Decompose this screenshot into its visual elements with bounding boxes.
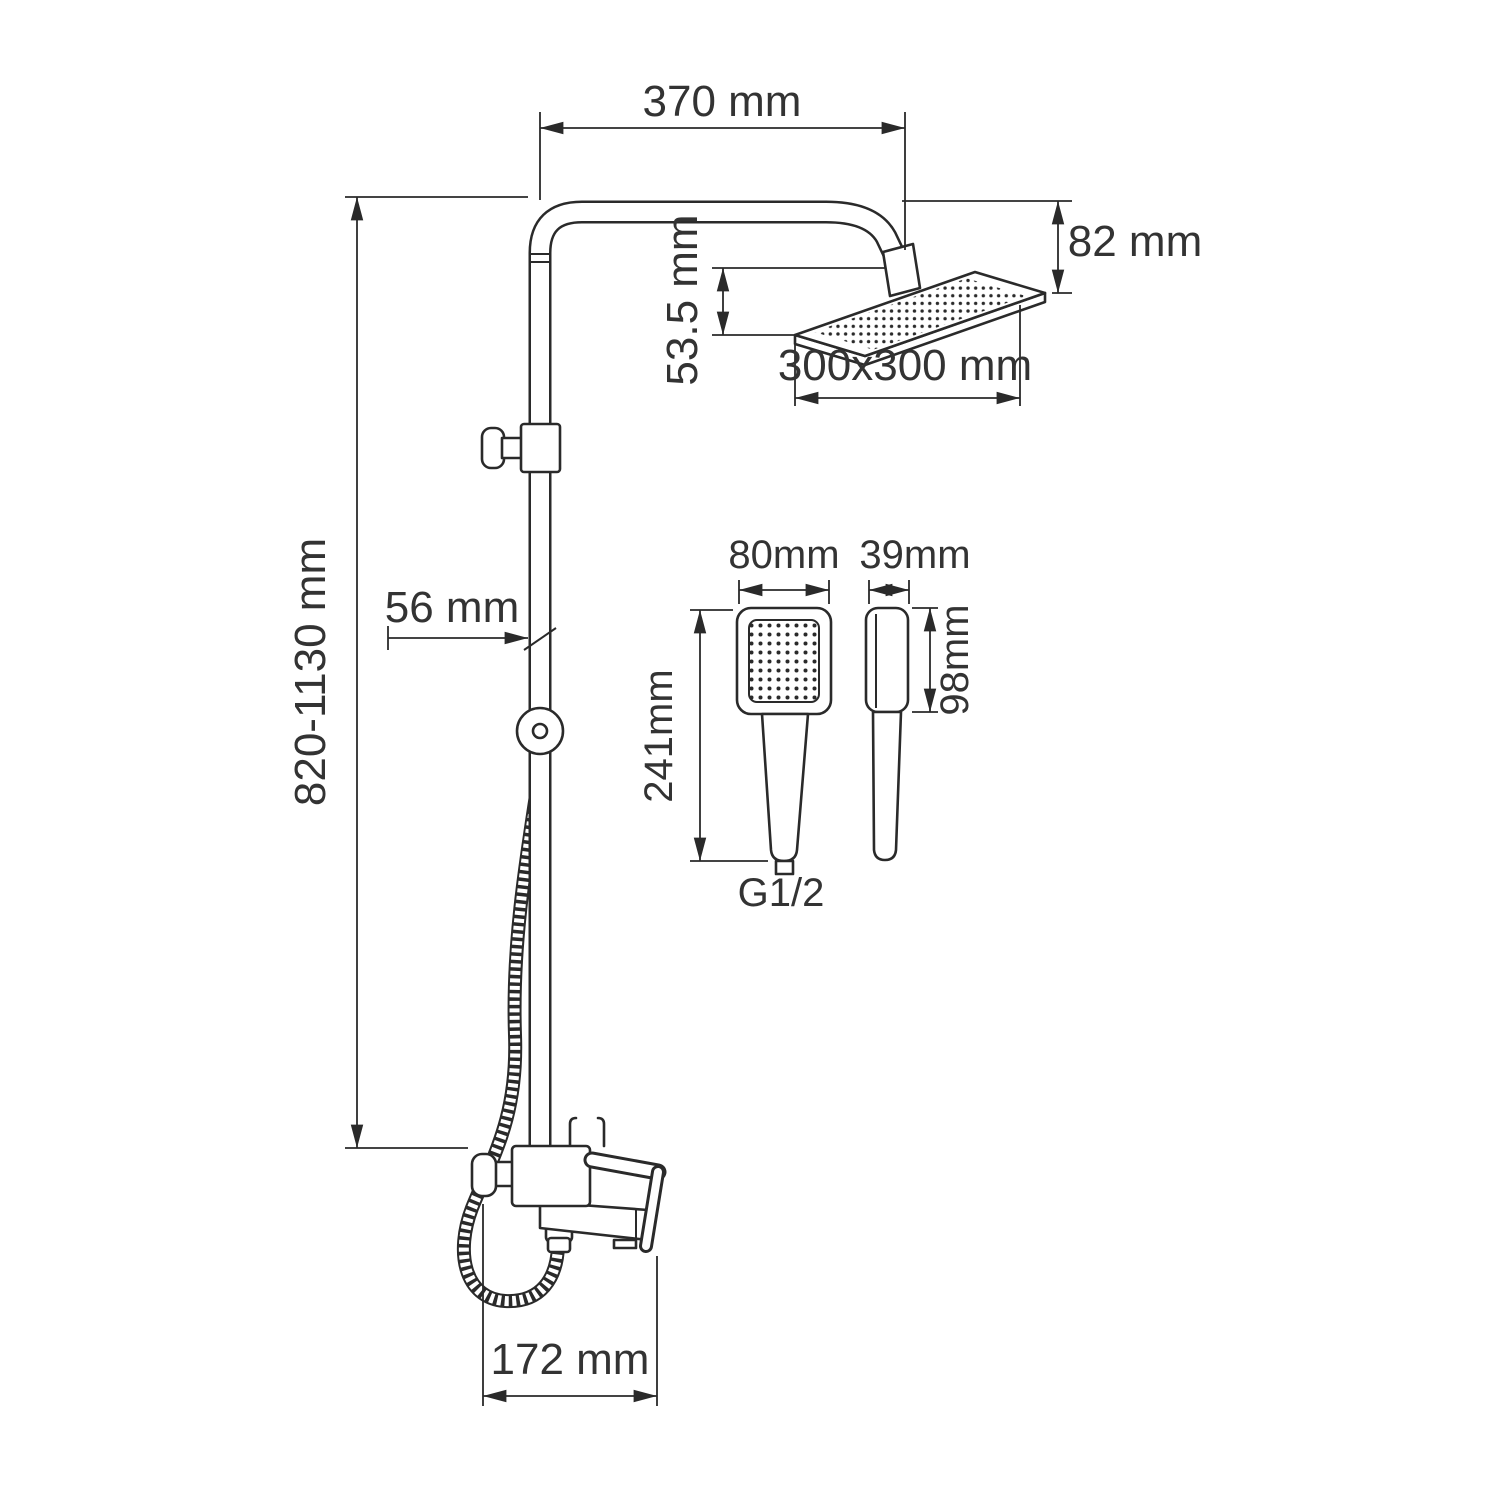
hand-shower-handle — [760, 712, 810, 863]
dim-handshower-length: 241mm — [637, 609, 768, 862]
dim-label-172: 172 mm — [491, 1335, 650, 1384]
dim-bracket-offset: 56 mm — [385, 583, 557, 651]
thread-label: G1/2 — [738, 871, 825, 915]
dim-label-98: 98mm — [933, 604, 977, 715]
dim-label-820-1130: 820-1130 mm — [286, 538, 335, 806]
dim-label-80: 80mm — [728, 533, 839, 577]
wall-bracket — [480, 422, 562, 474]
dim-column-height: 820-1130 mm — [286, 196, 528, 1149]
dim-label-370: 370 mm — [643, 77, 802, 126]
shower-column-pipe — [528, 200, 907, 1150]
dim-handshower-width: 80mm — [728, 533, 840, 604]
dim-top-arm-width: 370 mm — [539, 77, 906, 250]
dim-handshower-depth: 39mm — [859, 533, 971, 604]
dim-label-39: 39mm — [859, 533, 970, 577]
hand-shower-side-view — [864, 606, 910, 862]
diverter-knob — [515, 706, 565, 756]
hand-shower-thread-nipple — [774, 859, 795, 876]
dim-label-82: 82 mm — [1068, 217, 1202, 266]
hand-shower-spray-face — [748, 619, 820, 703]
dim-label-56: 56 mm — [385, 583, 519, 632]
bath-mixer — [470, 1116, 667, 1254]
mixer-body — [510, 1144, 592, 1208]
dim-head-drop: 82 mm — [902, 200, 1202, 294]
dim-label-241: 241mm — [637, 669, 681, 802]
dim-label-53-5: 53.5 mm — [658, 214, 707, 385]
spray-face-dots — [813, 278, 1027, 350]
dim-head-size: 300x300 mm — [778, 305, 1032, 406]
dim-spout-reach: 172 mm — [482, 1204, 658, 1406]
rain-shower-head — [793, 242, 1047, 367]
mixer-wall-knob — [470, 1152, 498, 1198]
dim-label-300x300: 300x300 mm — [778, 341, 1032, 390]
mixer-lever-handle — [583, 1151, 667, 1253]
hand-shower-front-view — [735, 606, 833, 876]
dim-head-offset: 53.5 mm — [658, 214, 886, 386]
dim-handshower-head-length: 98mm — [912, 604, 977, 716]
